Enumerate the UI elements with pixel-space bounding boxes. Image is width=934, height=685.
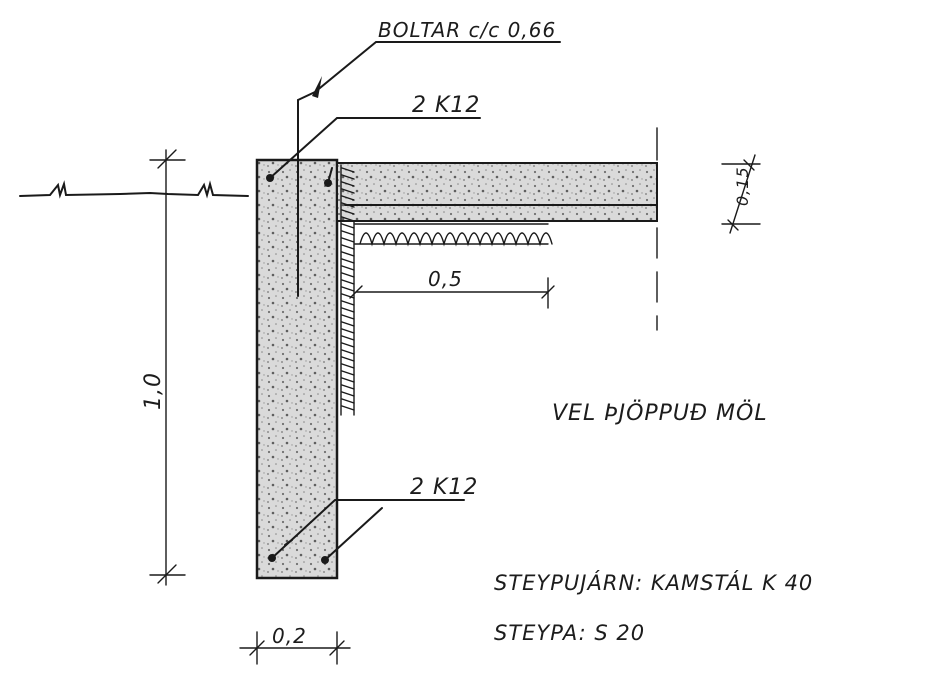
dim-insulation-width bbox=[349, 277, 555, 309]
label-rebar-bottom: 2 K12 bbox=[410, 475, 478, 500]
dim-wall-width bbox=[239, 631, 351, 665]
rebar-bottom bbox=[268, 499, 465, 564]
label-wall-height: 1,0 bbox=[141, 372, 166, 410]
label-wall-width: 0,2 bbox=[272, 624, 307, 648]
label-rebar-top: 2 K12 bbox=[412, 93, 480, 118]
anchor-bolt bbox=[297, 41, 561, 297]
dim-slab-thickness bbox=[721, 154, 761, 234]
label-insulation-width: 0,5 bbox=[428, 267, 463, 291]
ground-line bbox=[19, 180, 249, 199]
label-steel-spec: STEYPUJÁRN: KAMSTÁL K 40 bbox=[494, 570, 813, 595]
floor-slab bbox=[336, 162, 658, 222]
horizontal-insulation bbox=[354, 223, 553, 247]
dim-wall-height bbox=[149, 149, 186, 586]
label-bolts: BOLTAR c/c 0,66 bbox=[378, 18, 556, 42]
label-concrete-spec: STEYPA: S 20 bbox=[494, 621, 645, 645]
vertical-insulation bbox=[340, 164, 355, 416]
label-fill-note: VEL ÞJÖPPUÐ MÖL bbox=[552, 400, 768, 426]
rebar-top bbox=[266, 117, 481, 187]
label-slab-thickness: 0,15 bbox=[733, 166, 752, 206]
